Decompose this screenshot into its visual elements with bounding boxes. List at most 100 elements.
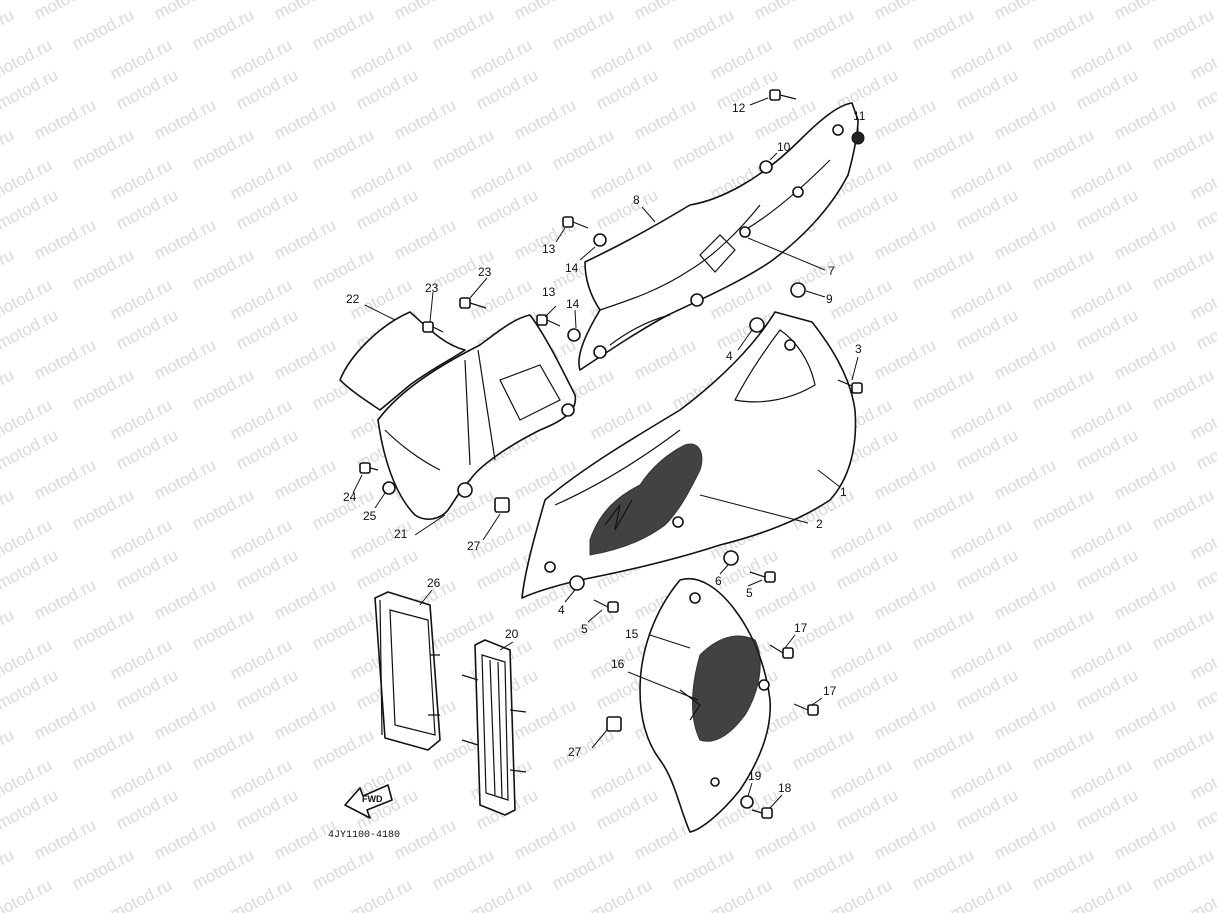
watermark-text: motod.ru: [0, 365, 17, 413]
watermark-text: motod.ru: [189, 845, 257, 893]
callout-2: 2: [816, 517, 823, 531]
watermark-text: motod.ru: [549, 845, 617, 893]
watermark-text: motod.ru: [1029, 845, 1097, 893]
fwd-label: FWD: [362, 794, 383, 804]
watermark-text: motod.ru: [1149, 245, 1217, 293]
watermark-text: motod.ru: [391, 215, 459, 263]
watermark-text: motod.ru: [549, 725, 617, 773]
watermark-text: motod.ru: [909, 605, 977, 653]
callout-4b: 4: [558, 603, 565, 617]
watermark-text: motod.ru: [1029, 125, 1097, 173]
watermark-text: motod.ru: [909, 125, 977, 173]
watermark-text: motod.ru: [69, 725, 137, 773]
watermark-text: motod.ru: [511, 815, 579, 863]
watermark-text: motod.ru: [947, 875, 1015, 913]
bolt-17a: [769, 644, 794, 659]
bolt-3: [837, 379, 863, 394]
watermark-text: motod.ru: [391, 0, 459, 24]
callout-24: 24: [343, 490, 357, 504]
watermark-text: motod.ru: [309, 125, 377, 173]
watermark-text: motod.ru: [789, 5, 857, 53]
watermark-text: motod.ru: [309, 5, 377, 53]
watermark-text: motod.ru: [31, 335, 99, 383]
callout-19: 19: [748, 769, 762, 783]
watermark-text: motod.ru: [751, 0, 819, 24]
watermark-text: motod.ru: [309, 845, 377, 893]
watermark-text: motod.ru: [991, 575, 1059, 623]
watermark-text: motod.ru: [0, 875, 55, 913]
callout-5a: 5: [746, 586, 753, 600]
bolt-24: [359, 462, 379, 474]
bolt-12: [769, 89, 797, 101]
watermark-text: motod.ru: [151, 335, 219, 383]
watermark-text: motod.ru: [1029, 245, 1097, 293]
watermark-text: motod.ru: [151, 575, 219, 623]
bolt-23b: [459, 297, 487, 309]
callout-23a: 23: [425, 281, 439, 295]
callout-18: 18: [778, 781, 792, 795]
callout-17b: 17: [823, 684, 837, 698]
grommet-9: [790, 282, 806, 298]
watermark-text: motod.ru: [707, 875, 775, 913]
watermark-text: motod.ru: [669, 5, 737, 53]
watermark-text: motod.ru: [909, 845, 977, 893]
callout-25: 25: [363, 509, 377, 523]
watermark-text: motod.ru: [391, 815, 459, 863]
watermark-text: motod.ru: [871, 0, 939, 24]
callout-27a: 27: [467, 539, 481, 553]
callout-13b: 13: [542, 285, 556, 299]
watermark-text: motod.ru: [227, 875, 295, 913]
watermark-text: motod.ru: [69, 365, 137, 413]
watermark-text: motod.ru: [669, 125, 737, 173]
watermark-text: motod.ru: [871, 95, 939, 143]
watermark-text: motod.ru: [1187, 515, 1217, 563]
watermark-text: motod.ru: [31, 95, 99, 143]
watermark-text: motod.ru: [587, 875, 655, 913]
watermark-text: motod.ru: [991, 455, 1059, 503]
watermark-text: motod.ru: [1149, 125, 1217, 173]
watermark-text: motod.ru: [1111, 455, 1179, 503]
watermark-text: motod.ru: [909, 725, 977, 773]
watermark-text: motod.ru: [1187, 875, 1217, 913]
callout-6: 6: [715, 574, 722, 588]
watermark-text: motod.ru: [871, 455, 939, 503]
watermark-text: motod.ru: [511, 0, 579, 24]
watermark-text: motod.ru: [0, 485, 17, 533]
fasteners: [359, 89, 865, 819]
watermark-text: motod.ru: [189, 125, 257, 173]
callout-numbers: 1 2 3 4 4 5 5 6 7 8 9 10 11 12 13 13 14 …: [343, 101, 866, 795]
washer-25: [382, 481, 396, 495]
watermark-text: motod.ru: [31, 455, 99, 503]
watermark-text: motod.ru: [391, 95, 459, 143]
grommet-14b: [567, 328, 581, 342]
watermark-text: motod.ru: [0, 605, 17, 653]
callout-5b: 5: [581, 622, 588, 636]
watermark-text: motod.ru: [1187, 275, 1217, 323]
grommet-4a: [749, 317, 765, 333]
callout-4a: 4: [726, 349, 733, 363]
watermark-text: motod.ru: [827, 875, 895, 913]
callout-16: 16: [611, 657, 625, 671]
callout-11: 11: [853, 109, 866, 123]
main-side-cover: [521, 311, 857, 599]
watermark-text: motod.ru: [0, 245, 17, 293]
watermark-text: motod.ru: [631, 335, 699, 383]
watermark-text: motod.ru: [991, 95, 1059, 143]
watermark-text: motod.ru: [1029, 365, 1097, 413]
callout-22: 22: [346, 292, 360, 306]
watermark-text: motod.ru: [429, 125, 497, 173]
watermark-text: motod.ru: [467, 875, 535, 913]
watermark-text: motod.ru: [151, 695, 219, 743]
watermark-text: motod.ru: [69, 605, 137, 653]
watermark-text: motod.ru: [871, 695, 939, 743]
watermark-text: motod.ru: [107, 875, 175, 913]
watermark-text: motod.ru: [429, 845, 497, 893]
watermark-text: motod.ru: [1029, 725, 1097, 773]
watermark-text: motod.ru: [271, 215, 339, 263]
watermark-text: motod.ru: [271, 695, 339, 743]
watermark-text: motod.ru: [271, 95, 339, 143]
watermark-text: motod.ru: [751, 575, 819, 623]
watermark-text: motod.ru: [1029, 5, 1097, 53]
clip-27a: [494, 497, 510, 513]
